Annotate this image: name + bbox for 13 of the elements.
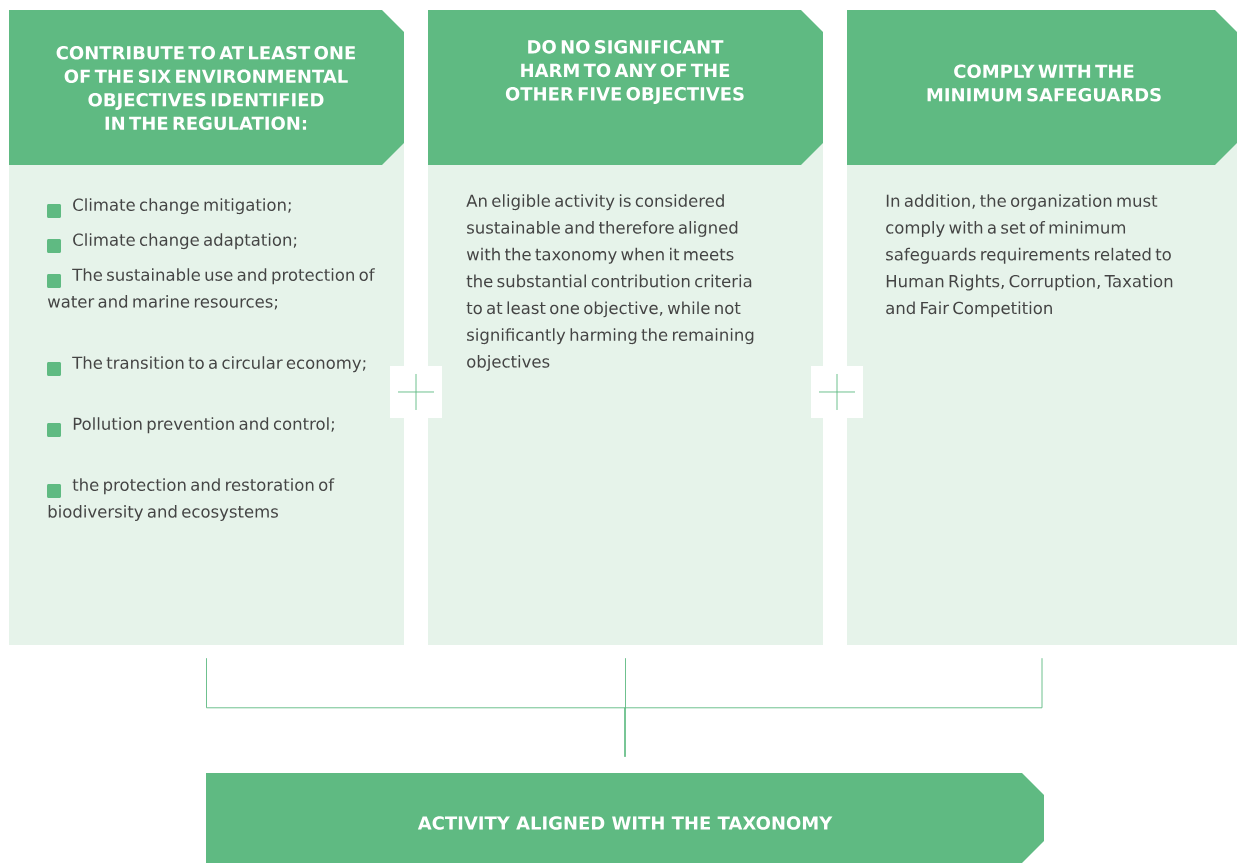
heading-text: DO NO SIGNIFICANT HARM TO ANY OF THE OTHER FIVE OBJECTIVES [505, 40, 744, 104]
list-item: the protection and restoration of biodiversity and ecosystems [47, 478, 335, 521]
list-item: Pollution prevention and control; [47, 417, 334, 437]
result-box: ACTIVITY ALIGNED WITH THE TAXONOMY [206, 773, 1044, 863]
heading-text: COMPLY WITH THE MINIMUM SAFEGUARDS [927, 64, 1161, 102]
body-text: An eligible activity is considered sustainable and therefore aligned with the taxonomy when it meets the substantial contribution criteria to at least one objective, while not significantly harming the remaining objectives [466, 194, 754, 371]
list-item: Climate change adaptation; [47, 233, 297, 253]
heading-text: CONTRIBUTE TO AT LEAST ONE OF THE SIX ENVIRONMENTAL OBJECTIVES IDENTIFIED IN THE REGULATION: [56, 45, 355, 131]
connector-line [624, 657, 1043, 758]
list-item: Climate change mitigation; [47, 198, 291, 218]
body-text: In addition, the organization must comply with a set of minimum safeguards requirements related to Human Rights, Corruption, Taxation and Fair Competition [886, 194, 1173, 318]
list-item: The transition to a circular economy; [47, 356, 366, 376]
list-item: The sustainable use and protection of water and marine resources; [47, 268, 375, 310]
